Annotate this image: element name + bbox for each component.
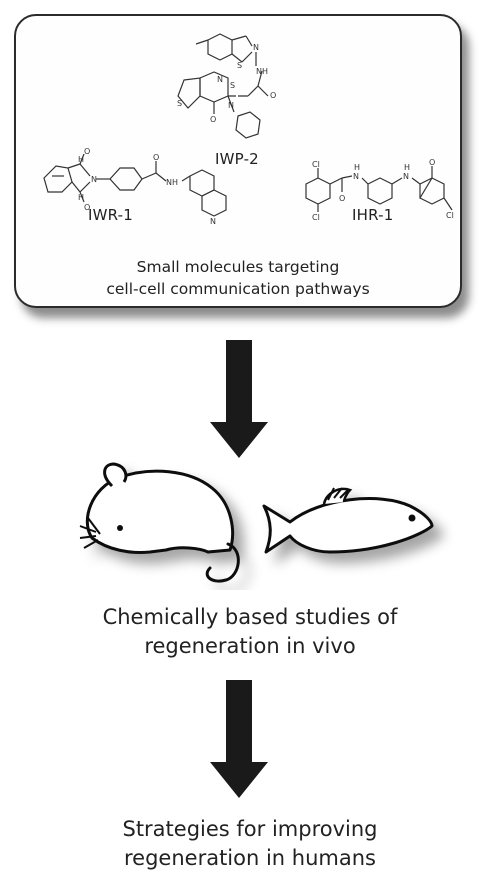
box-caption: Small molecules targeting cell-cell comm… bbox=[16, 256, 460, 300]
atom-label: Cl bbox=[312, 160, 320, 169]
atom-label: S bbox=[230, 81, 235, 90]
box-caption-line-1: Small molecules targeting bbox=[136, 258, 340, 276]
atom-label: S bbox=[237, 61, 242, 70]
step-1-line-1: Chemically based studies of bbox=[102, 605, 398, 629]
iwp2-structure bbox=[177, 33, 269, 139]
box-caption-line-2: cell-cell communication pathways bbox=[106, 280, 370, 298]
atom-label: N bbox=[253, 43, 259, 52]
molecule-label-iwr1: IWR-1 bbox=[88, 206, 134, 224]
fish-icon bbox=[262, 487, 434, 554]
step-2-line-2: regeneration in humans bbox=[124, 846, 376, 870]
atom-label: O bbox=[270, 91, 276, 100]
atom-label: O bbox=[339, 194, 345, 203]
molecule-label-ihr1: IHR-1 bbox=[352, 206, 394, 224]
atom-label: N bbox=[228, 101, 234, 110]
atom-label: NH bbox=[166, 178, 178, 187]
atom-label: O bbox=[429, 158, 435, 167]
mouse-icon bbox=[79, 462, 240, 583]
step-text-human-strategies: Strategies for improving regeneration in… bbox=[0, 815, 500, 873]
atom-label: N bbox=[403, 172, 409, 181]
atom-label: Cl bbox=[446, 211, 454, 220]
atom-label: O bbox=[84, 147, 90, 156]
iwr1-structure bbox=[43, 153, 227, 217]
atom-label: N bbox=[217, 75, 223, 84]
animal-illustrations bbox=[79, 462, 434, 583]
down-arrow-icon bbox=[210, 680, 268, 798]
small-molecules-panel: N S NH S O N N S O H O N H O O NH N Cl H… bbox=[14, 14, 462, 308]
atom-label: O bbox=[84, 203, 90, 212]
atom-label: Cl bbox=[312, 213, 320, 222]
atom-label: NH bbox=[256, 67, 268, 76]
atom-label: O bbox=[210, 115, 216, 124]
atom-label: O bbox=[153, 153, 159, 162]
atom-label: N bbox=[91, 175, 97, 184]
ihr1-structure bbox=[305, 166, 453, 212]
atom-labels: N S NH S O N N S O H O N H O O NH N Cl H… bbox=[78, 43, 454, 226]
atom-label: N bbox=[353, 172, 359, 181]
step-2-line-1: Strategies for improving bbox=[122, 817, 378, 841]
atom-label: H bbox=[78, 193, 84, 202]
atom-label: N bbox=[210, 217, 216, 226]
atom-label: H bbox=[78, 155, 84, 164]
atom-label: S bbox=[177, 99, 182, 108]
step-1-line-2: regeneration in vivo bbox=[144, 634, 356, 658]
step-text-in-vivo-studies: Chemically based studies of regeneration… bbox=[0, 603, 500, 661]
molecule-label-iwp2: IWP-2 bbox=[215, 150, 259, 168]
down-arrow-icon bbox=[210, 340, 268, 458]
atom-label: H bbox=[404, 163, 410, 172]
atom-label: H bbox=[354, 163, 360, 172]
chemical-structures: N S NH S O N N S O H O N H O O NH N Cl H… bbox=[43, 33, 454, 226]
